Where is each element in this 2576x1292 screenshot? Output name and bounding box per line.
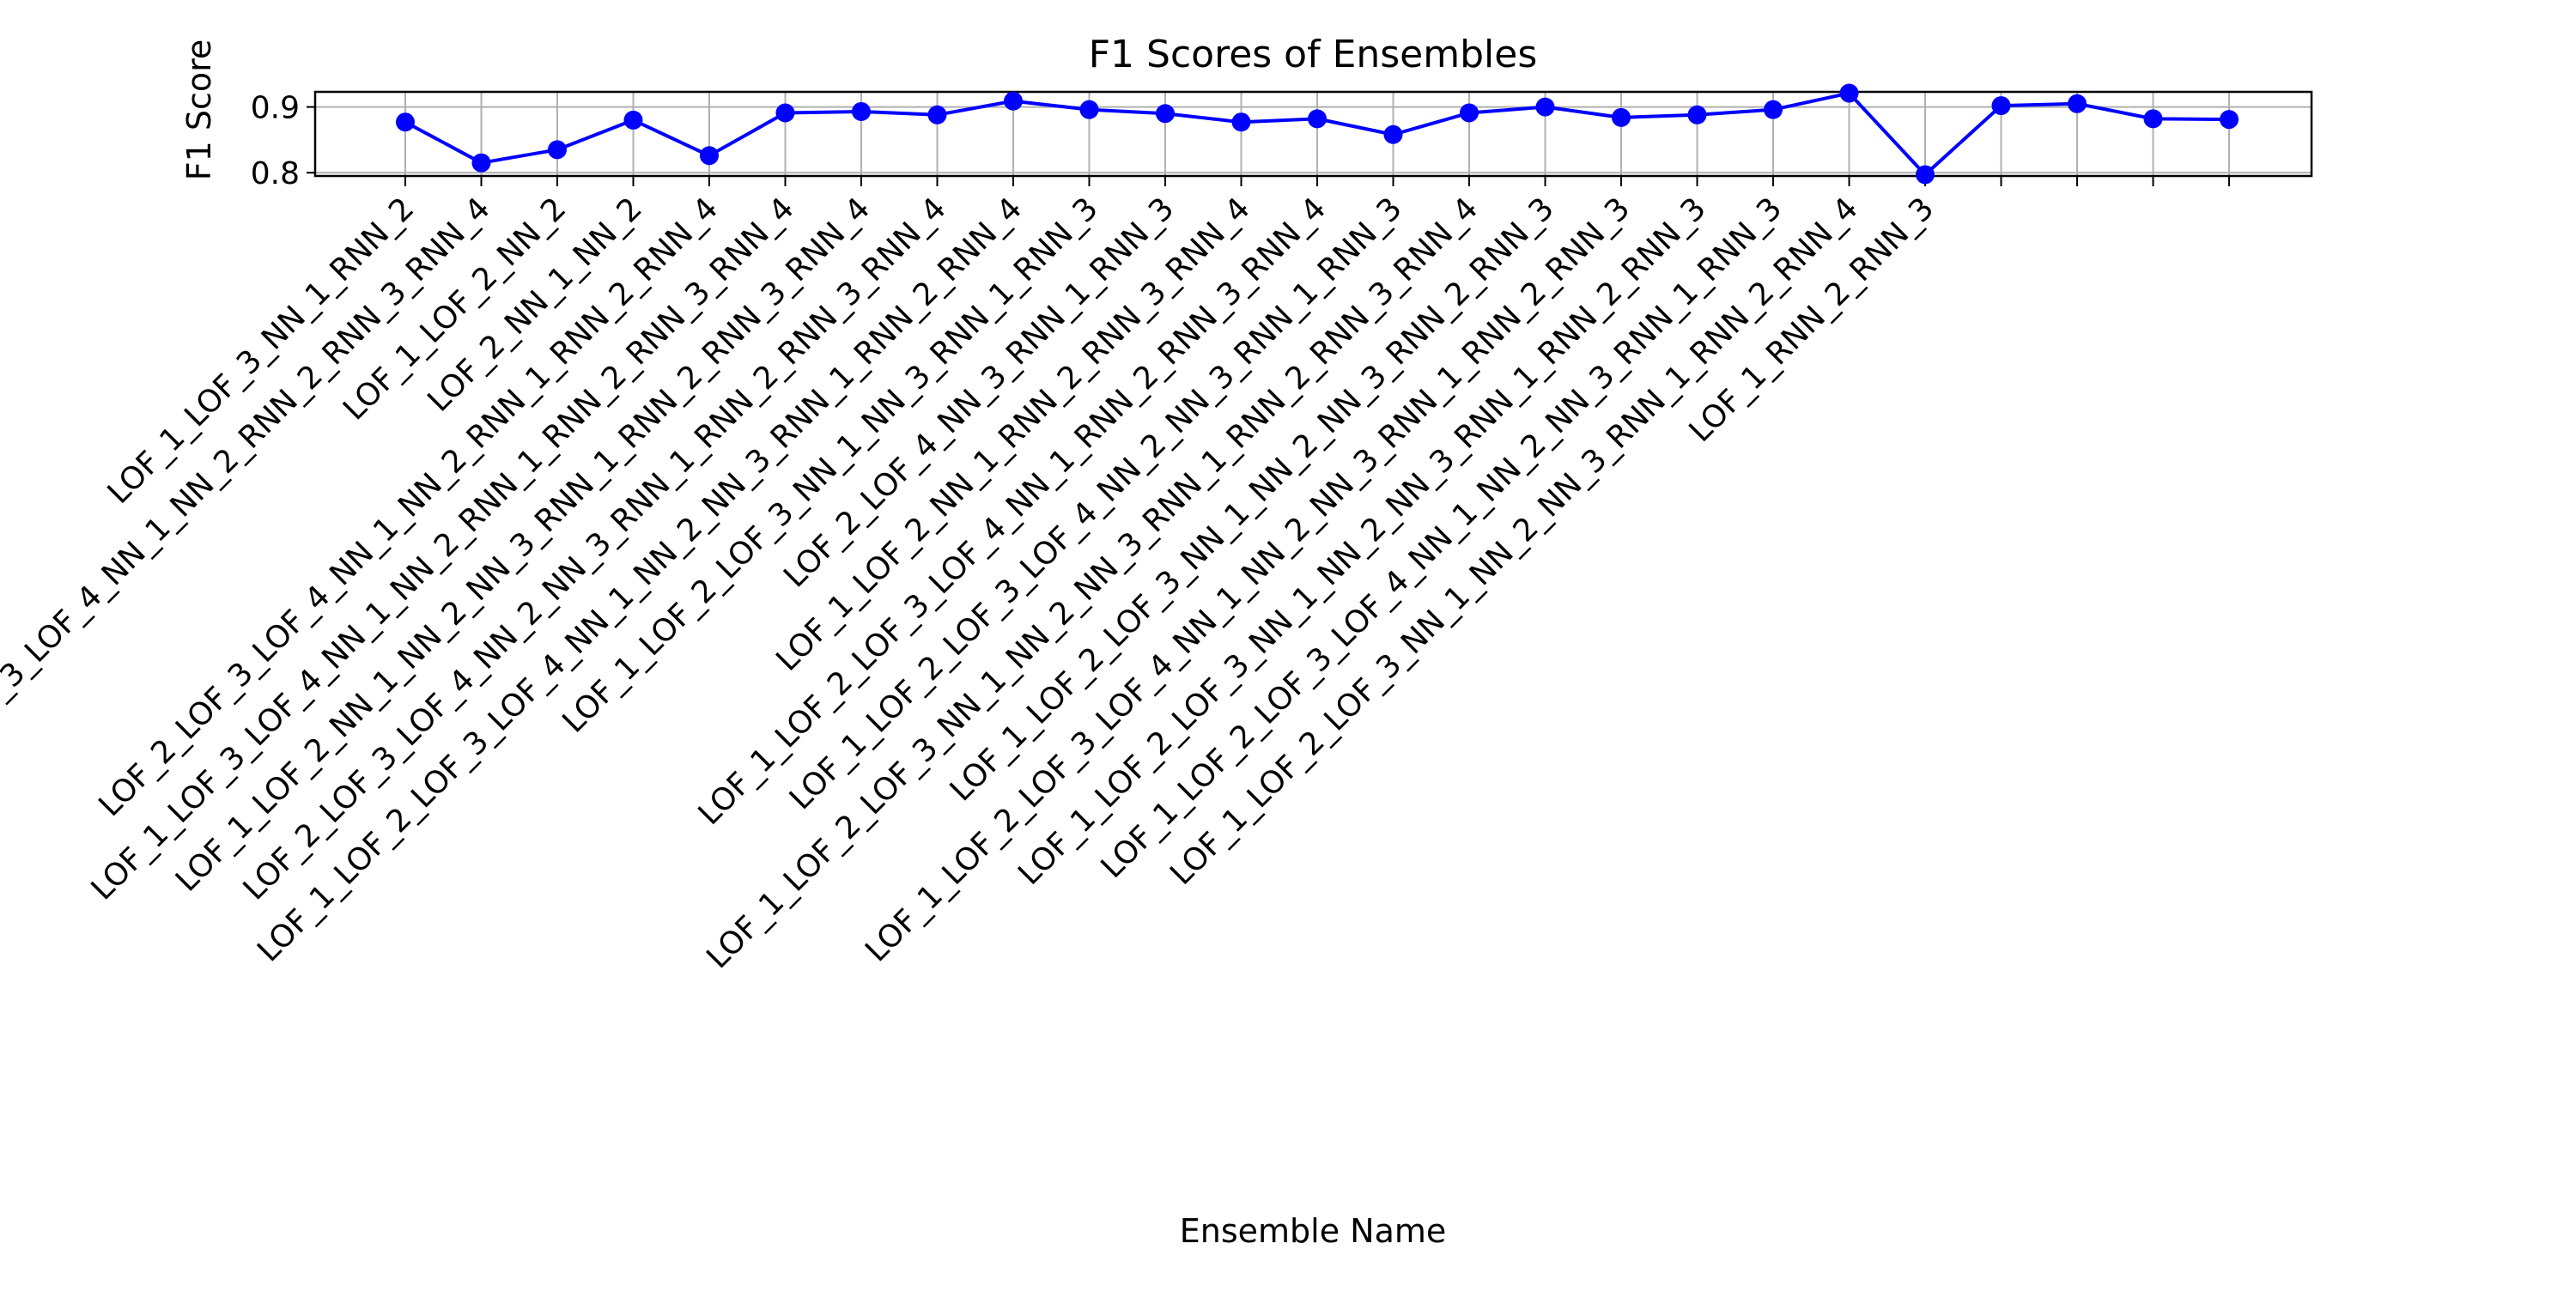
- x-axis-label: Ensemble Name: [1180, 1212, 1447, 1250]
- data-point: [1916, 165, 1935, 185]
- chart-title: F1 Scores of Ensembles: [1089, 33, 1538, 76]
- series-f1: [396, 83, 2239, 185]
- data-point: [1612, 107, 1631, 127]
- y-axis-label: F1 Score: [180, 39, 218, 181]
- data-point: [1231, 112, 1251, 132]
- data-point: [1687, 105, 1707, 124]
- data-point: [1079, 100, 1099, 119]
- data-point: [2143, 109, 2163, 129]
- data-point: [852, 101, 871, 121]
- data-point: [471, 153, 491, 173]
- data-point: [548, 140, 567, 160]
- data-point: [775, 103, 795, 123]
- axes: 0.8 0.9: [251, 90, 2313, 191]
- data-point: [1156, 104, 1175, 124]
- data-point: [1308, 109, 1327, 129]
- plot-frame: [313, 90, 2313, 178]
- data-point: [623, 110, 643, 130]
- data-point: [396, 112, 415, 132]
- data-point: [927, 105, 947, 124]
- data-point: [1764, 100, 1783, 119]
- data-point: [1383, 124, 1403, 144]
- data-point: [1535, 97, 1555, 117]
- data-point: [1991, 96, 2011, 116]
- data-point: [700, 146, 719, 166]
- data-point: [2068, 94, 2087, 113]
- data-point: [1004, 91, 1023, 111]
- data-point: [1460, 103, 1479, 123]
- data-point: [2220, 110, 2239, 130]
- y-tick-label: 0.8: [251, 156, 300, 191]
- data-point: [1839, 83, 1859, 103]
- y-tick-label: 0.9: [251, 91, 300, 126]
